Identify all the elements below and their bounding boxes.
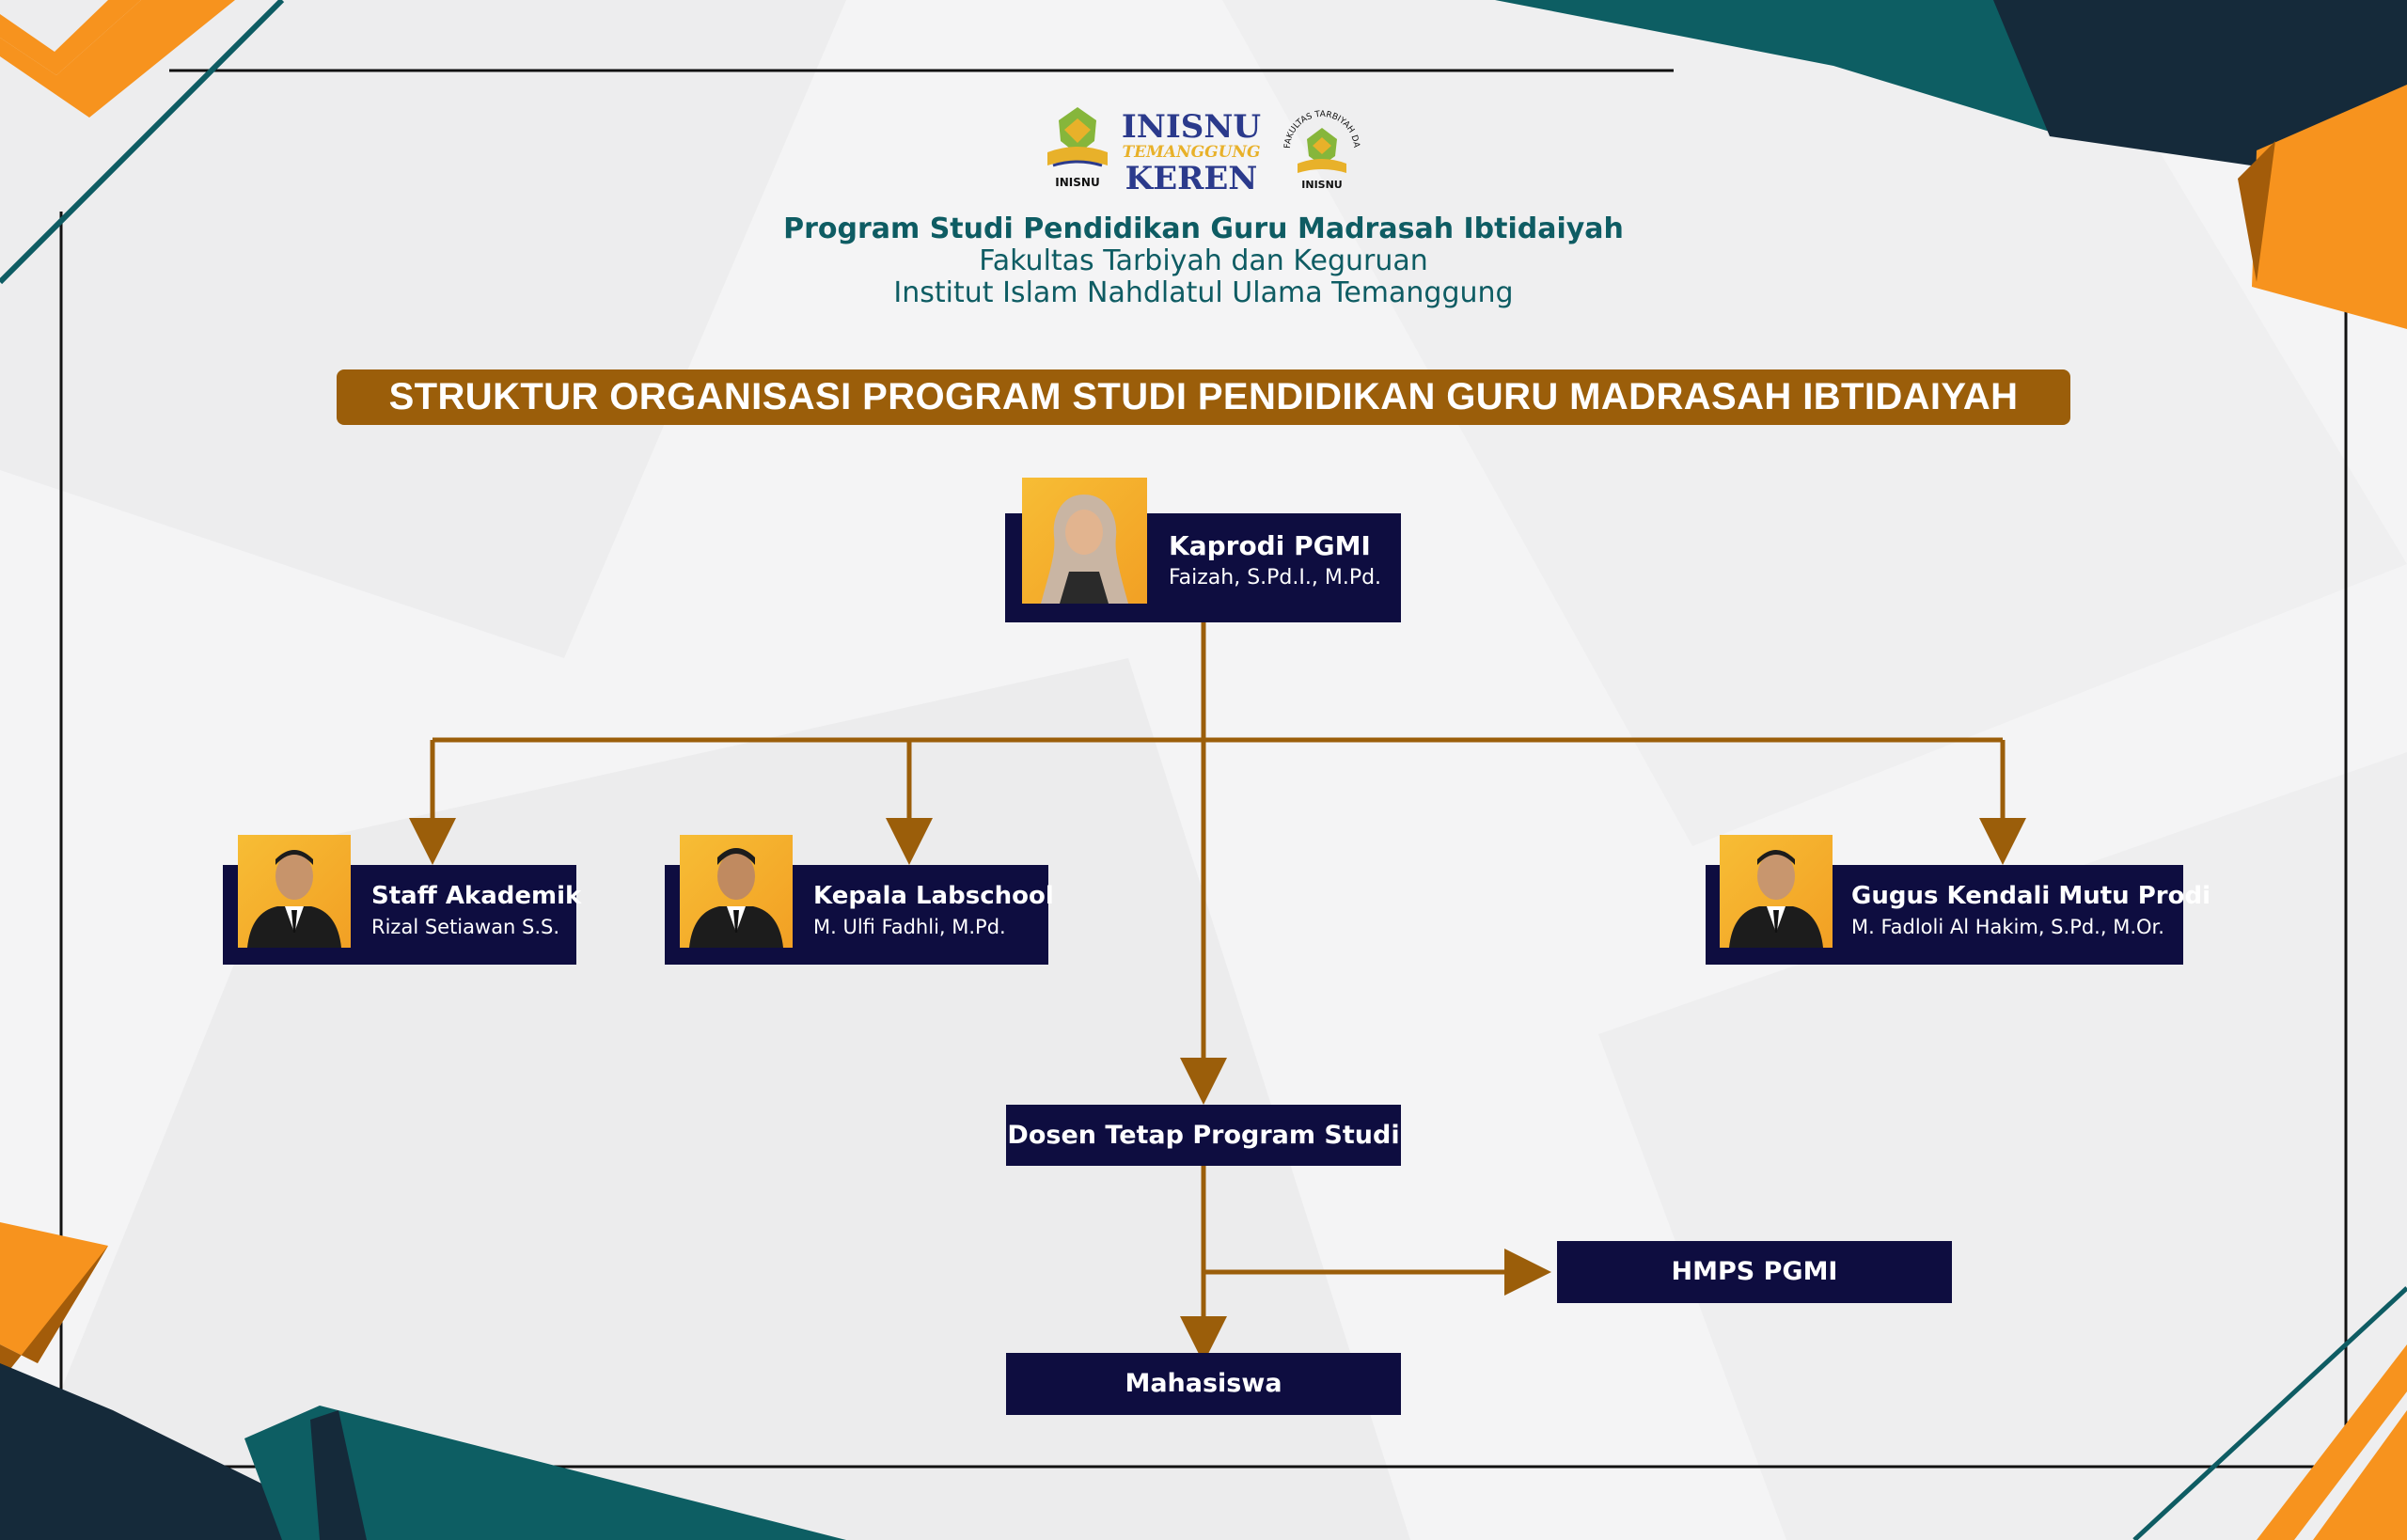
brand-wordmark: INISNU TEMANGGUNG KEREN (1121, 111, 1262, 195)
brand-line-1: INISNU (1121, 108, 1262, 146)
structure-banner: STRUKTUR ORGANISASI PROGRAM STUDI PENDID… (337, 369, 2070, 425)
person-hijab-icon (1041, 495, 1128, 604)
corner-teal-bl (244, 1406, 846, 1540)
brand-line-3: KEREN (1125, 160, 1258, 197)
program-title: Program Studi Pendidikan Guru Madrasah I… (783, 212, 1624, 245)
faculty-title: Fakultas Tarbiyah dan Keguruan (979, 244, 1428, 277)
corner-orange-tr (2252, 85, 2407, 329)
labschool-name: M. Ulfi Fadhli, M.Pd. (813, 916, 1006, 938)
gkm-photo (1720, 835, 1833, 948)
hmps-box: HMPS PGMI (1557, 1241, 1952, 1303)
kaprodi-name: Faizah, S.Pd.I., M.Pd. (1169, 566, 1382, 589)
brand-line-2: TEMANGGUNG (1122, 143, 1261, 162)
staff-role: Staff Akademik (371, 882, 582, 910)
staff-name: Rizal Setiawan S.S. (371, 916, 560, 938)
kaprodi-photo (1022, 478, 1147, 604)
labschool-role: Kepala Labschool (813, 882, 1054, 910)
frame-line (59, 212, 2348, 1469)
staff-photo (238, 835, 351, 948)
mahasiswa-box: Mahasiswa (1006, 1353, 1401, 1415)
person-suit-icon (247, 850, 341, 948)
dosen-tetap-box: Dosen Tetap Program Studi (1006, 1105, 1401, 1166)
logo-right-caption: INISNU (1301, 179, 1342, 191)
logo-left-caption: INISNU (1055, 176, 1099, 189)
labschool-photo (680, 835, 793, 948)
gkm-name: M. Fadloli Al Hakim, S.Pd., M.Or. (1851, 916, 2164, 938)
person-suit-icon (689, 848, 783, 948)
kaprodi-role: Kaprodi PGMI (1169, 530, 1371, 561)
labschool-card: Kepala Labschool M. Ulfi Fadhli, M.Pd. (665, 865, 1054, 965)
corner-orange-bl (0, 1222, 108, 1363)
person-suit-icon (1729, 850, 1823, 948)
gkm-role: Gugus Kendali Mutu Prodi (1851, 882, 2211, 910)
fakultas-logo-right: FAKULTAS TARBIYAH DAN KEGURUAN INISNU (1279, 102, 1361, 191)
inisnu-logo-left: INISNU (1047, 107, 1108, 189)
corner-orange-br (2313, 1410, 2407, 1540)
institute-title: Institut Islam Nahdlatul Ulama Temanggun… (893, 276, 1514, 309)
corner-orange-tl (0, 0, 235, 118)
